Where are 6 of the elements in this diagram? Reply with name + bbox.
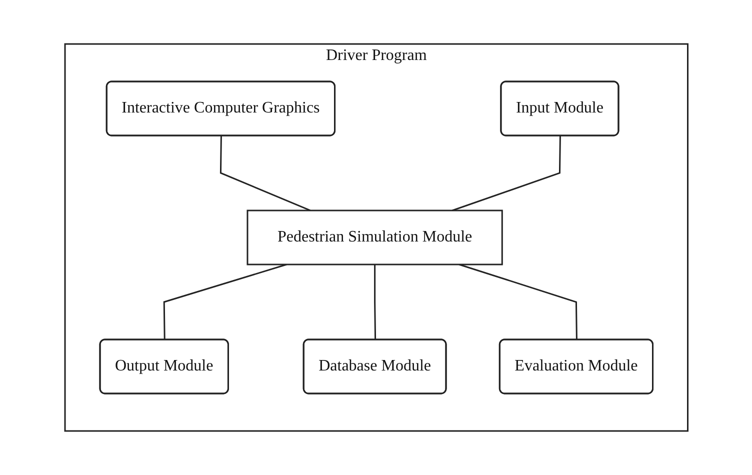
connector: [374, 264, 376, 340]
connector: [162, 264, 286, 340]
connector: [452, 136, 561, 212]
connector: [458, 264, 578, 340]
node-box: Pedestrian Simulation Module: [246, 210, 502, 266]
connector: [220, 136, 310, 212]
